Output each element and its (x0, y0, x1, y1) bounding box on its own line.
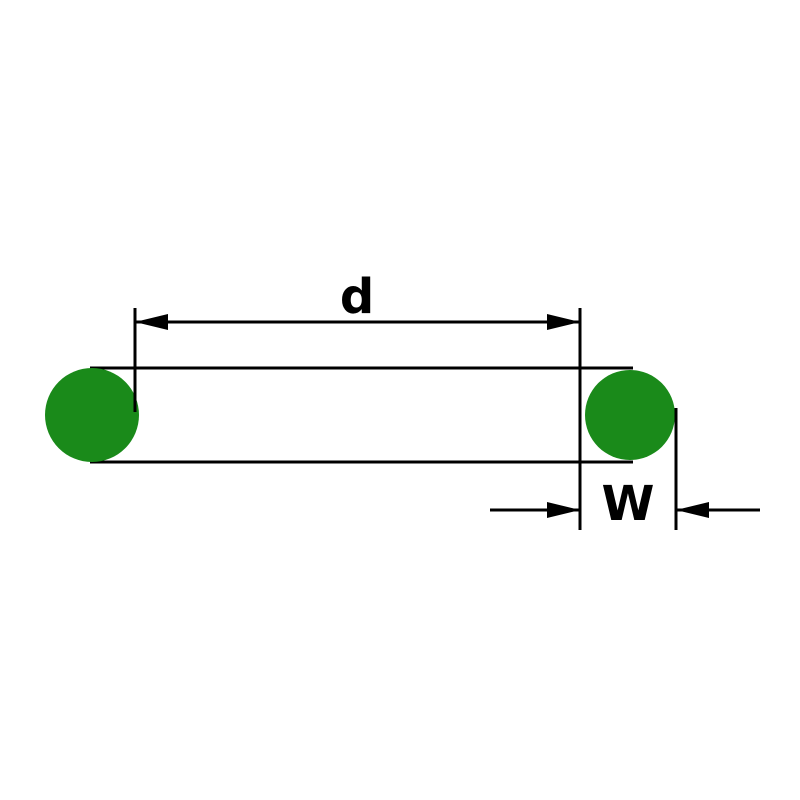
d-dimension-label: d (340, 269, 374, 325)
oring-cross-section-right (585, 370, 675, 460)
oring-cross-section-left (45, 368, 139, 462)
w-dimension-label: W (602, 476, 655, 532)
